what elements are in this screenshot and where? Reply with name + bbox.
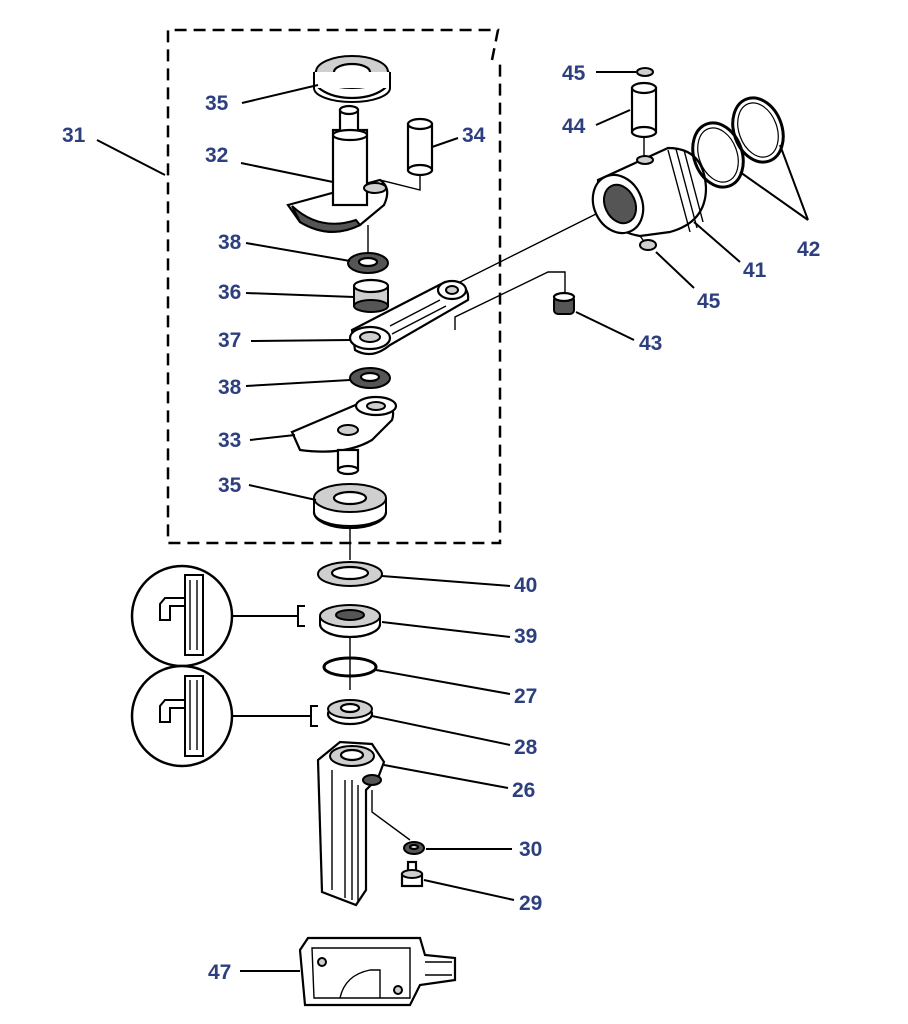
label-37: 37	[218, 329, 241, 352]
label-35-lower: 35	[218, 474, 242, 497]
label-41: 41	[743, 259, 767, 282]
label-43: 43	[639, 332, 662, 355]
part-27-o-ring	[322, 656, 378, 678]
part-36-needle-bearing	[352, 278, 390, 313]
part-44-piston-pin	[630, 81, 658, 158]
label-38-upper: 38	[218, 231, 242, 254]
part-32-upper-crankshaft	[286, 104, 389, 233]
part-37-connecting-rod	[348, 205, 613, 356]
part-28-small-oil-seal	[326, 699, 374, 726]
label-30: 30	[519, 838, 542, 861]
label-42: 42	[797, 238, 820, 261]
part-33-lower-crankshaft	[290, 395, 398, 476]
label-40: 40	[514, 574, 537, 597]
part-35-lower-bearing	[312, 483, 388, 530]
part-35-upper-bearing	[312, 55, 392, 103]
leader-lines	[96, 71, 809, 972]
part-34-crank-pin	[379, 117, 434, 191]
part-30-washer	[403, 841, 425, 855]
seal-orientation-detail-upper	[130, 564, 305, 668]
part-labels: 31 35 32 34 38 36 37 38 33 35 40 39 27 2…	[62, 62, 820, 984]
label-26: 26	[512, 779, 535, 802]
label-38-lower: 38	[218, 376, 242, 399]
label-33: 33	[218, 429, 241, 452]
part-40-shim-washer	[317, 561, 383, 587]
part-29-bolt	[400, 860, 424, 888]
part-38-lower-washer	[349, 367, 391, 389]
part-39-oil-seal	[318, 604, 382, 639]
label-47: 47	[208, 961, 231, 984]
part-41-piston	[591, 146, 708, 245]
label-28: 28	[514, 736, 538, 759]
part-26-crankcase	[316, 740, 411, 907]
label-27: 27	[514, 685, 537, 708]
label-36: 36	[218, 281, 241, 304]
label-29: 29	[519, 892, 542, 915]
label-39: 39	[514, 625, 537, 648]
part-38-upper-washer	[347, 225, 389, 274]
label-34: 34	[462, 124, 486, 147]
part-47-housing	[298, 936, 457, 1007]
label-32: 32	[205, 144, 228, 167]
part-43-bushing	[552, 291, 576, 315]
guide-line-43	[454, 271, 566, 330]
part-42-piston-rings	[691, 96, 785, 189]
part-45-upper-pin-clip	[636, 67, 654, 77]
label-45-lower: 45	[697, 290, 721, 313]
label-35-upper: 35	[205, 92, 229, 115]
label-44: 44	[562, 115, 586, 138]
label-45-upper: 45	[562, 62, 586, 85]
label-31: 31	[62, 124, 86, 147]
part-45-lower-pin-clip	[639, 239, 657, 251]
seal-orientation-detail-lower	[130, 664, 318, 768]
crankshaft-assembly-boundary	[166, 28, 502, 545]
